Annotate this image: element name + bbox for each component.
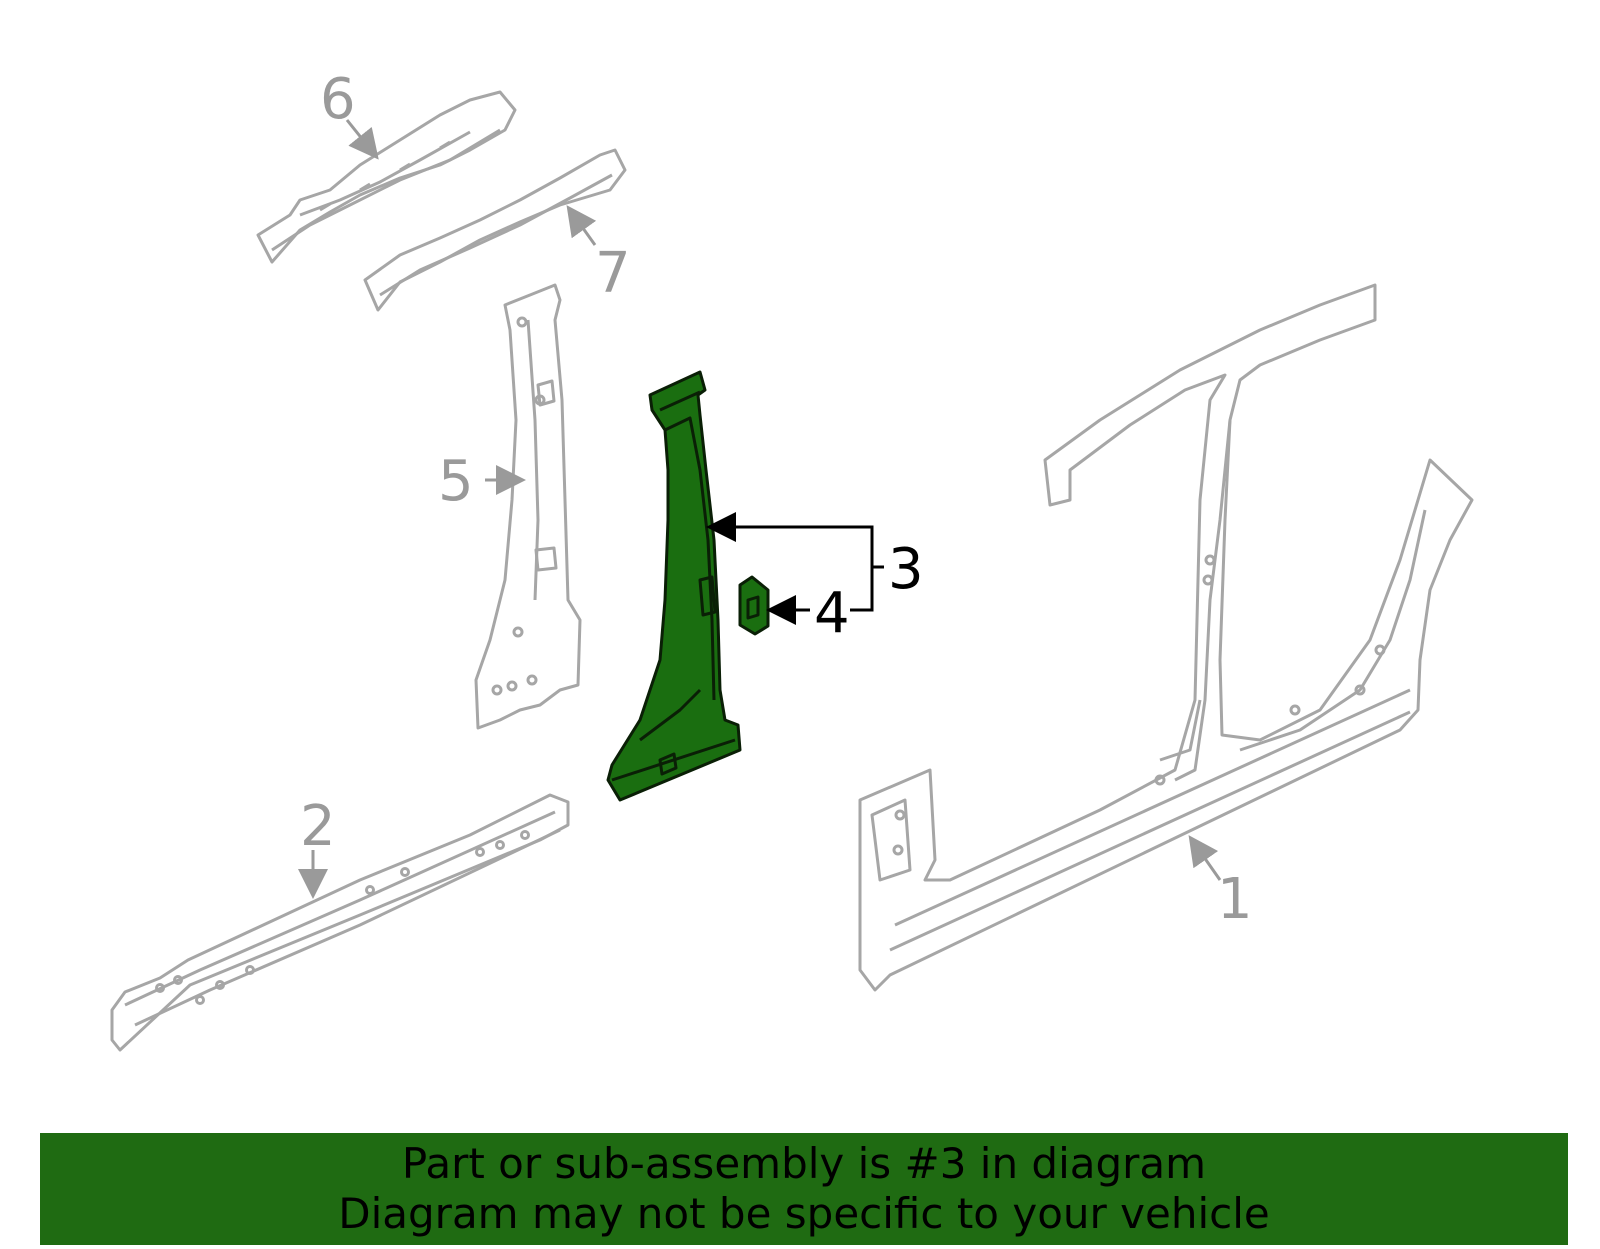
leader-7 [566,205,597,246]
callout-7: 7 [595,241,631,306]
banner-line-1: Part or sub-assembly is #3 in diagram [401,1139,1207,1188]
part-1-side-panel [858,283,1474,992]
info-banner: Part or sub-assembly is #3 in diagram Di… [40,1133,1568,1245]
callout-3: 3 [888,537,924,602]
callout-2: 2 [300,794,336,859]
callout-5: 5 [438,449,474,514]
callout-1: 1 [1217,867,1253,932]
callout-6: 6 [320,67,356,132]
leader-3-bracket [850,567,874,612]
leader-lines [298,119,1222,899]
parts-diagram: 6 7 5 2 1 3 4 [110,67,1474,1052]
part-5-center-pillar-inner [474,283,582,730]
part-7-roof-rail-outer [363,148,627,312]
leader-1 [1188,835,1222,881]
leader-6 [345,119,379,160]
part-2-rocker-reinforcement [110,793,570,1052]
callout-labels: 6 7 5 2 1 3 4 [300,67,1253,932]
part-6-roof-rail-inner [256,90,517,264]
part-3-center-pillar [606,370,742,802]
part-4-pillar-bracket [738,575,770,636]
banner-line-2: Diagram may not be specific to your vehi… [338,1189,1270,1238]
callout-4: 4 [814,581,850,646]
leader-3 [706,512,874,567]
